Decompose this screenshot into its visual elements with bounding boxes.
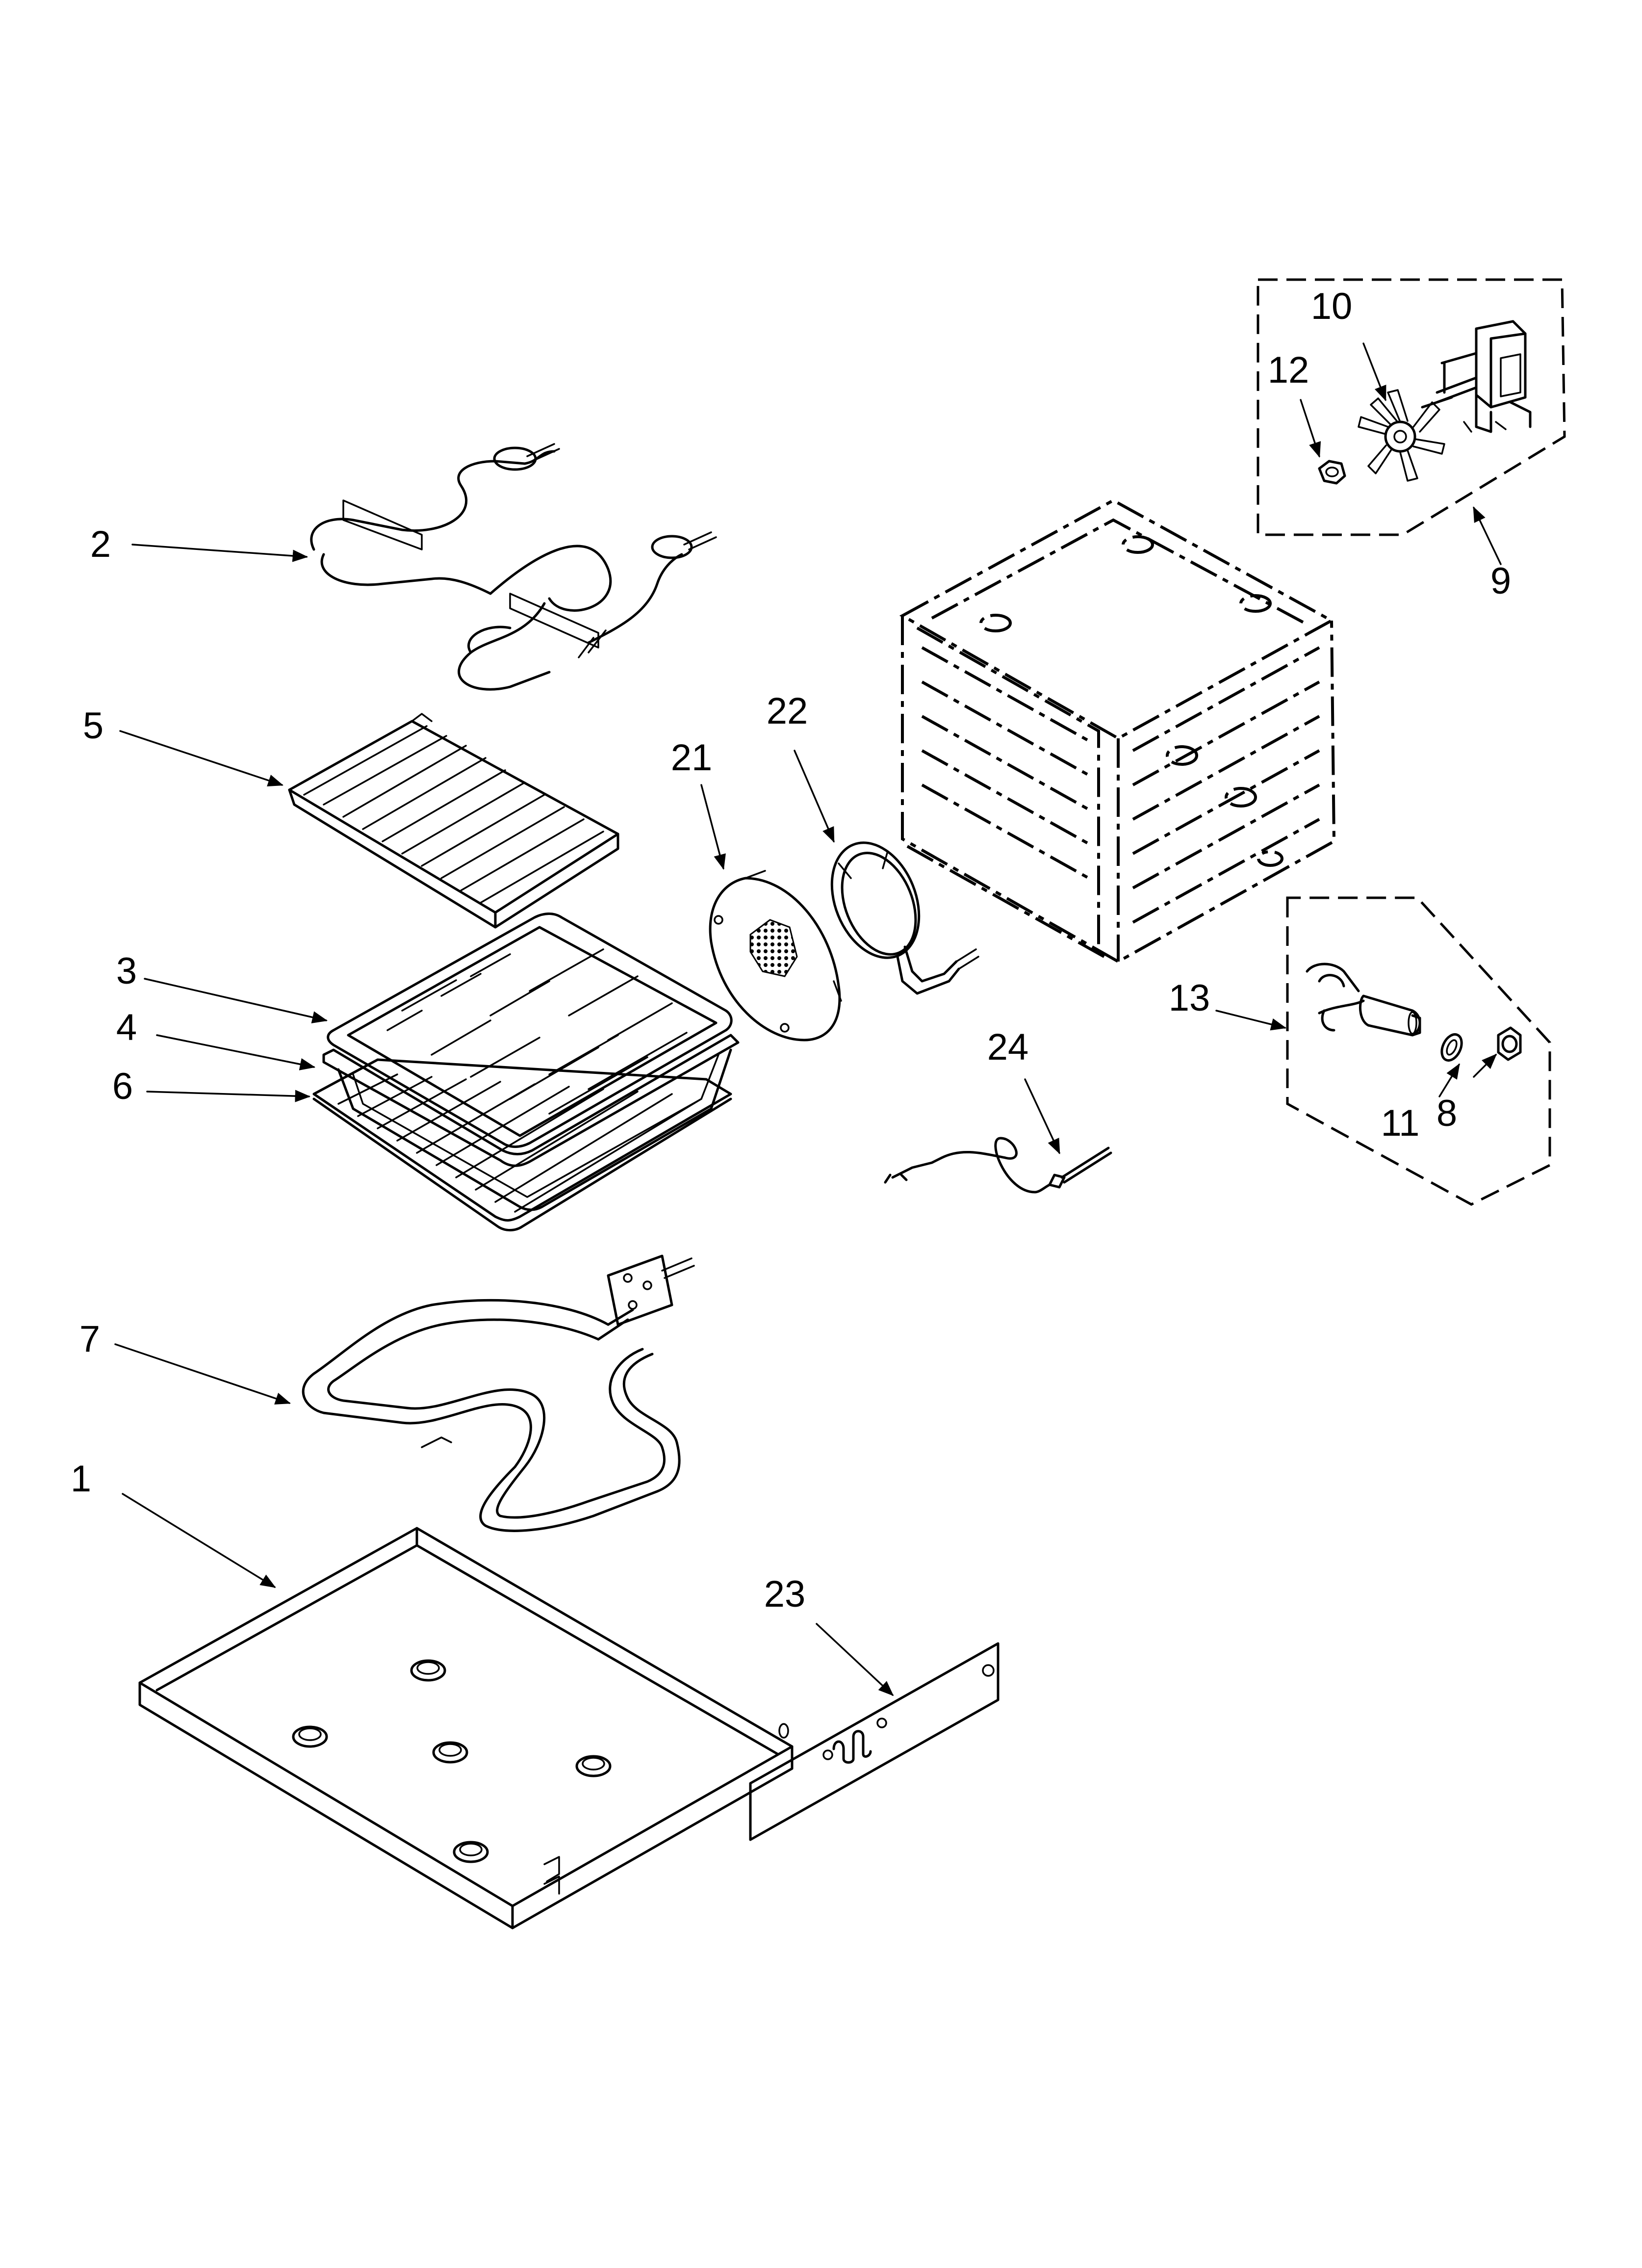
leader-12 [1300,399,1321,458]
leader-21 [700,784,726,870]
leader-4 [156,1034,316,1070]
panel-part [749,1642,1000,1841]
leader-24 [1024,1078,1060,1154]
callout-13: 13 [1169,977,1210,1019]
callout-7: 7 [79,1318,100,1360]
bake-element-part [302,1254,695,1532]
convection-element-part [830,841,979,995]
callout-11: 11 [1381,1102,1420,1144]
broiler-pan-insert-part [327,912,733,1148]
fan-blade-part [1358,389,1445,482]
callout-23: 23 [764,1573,806,1615]
leader-22 [794,750,835,843]
leader-7 [114,1343,291,1405]
leader-8 [1473,1053,1497,1078]
leader-23 [816,1623,894,1696]
oven-rack-part [312,1058,732,1231]
leader-11 [1438,1063,1460,1097]
leader-13 [1215,1010,1287,1031]
broil-element-part [310,443,717,691]
callout-5: 5 [83,705,103,747]
leader-10 [1362,342,1386,401]
callout-leaders [114,342,1502,1696]
leader-3 [144,978,328,1023]
leader-2 [131,544,308,562]
oven-bottom-part [138,1527,794,1929]
callout-6: 6 [112,1066,133,1107]
leader-5 [119,730,283,786]
meat-probe-part [884,1137,1112,1194]
callout-22: 22 [767,690,808,732]
callout-8: 8 [1437,1093,1457,1134]
callout-labels: 1 2 3 4 5 6 7 8 9 10 11 12 13 21 22 23 2… [71,286,1511,1615]
callout-12: 12 [1268,349,1309,391]
leader-6 [146,1090,311,1102]
callout-9: 9 [1490,560,1511,602]
callout-24: 24 [987,1026,1029,1068]
callout-3: 3 [116,950,137,992]
broiler-grid-part [288,713,619,929]
light-ring-part [1440,1033,1463,1062]
leader-9 [1473,506,1502,565]
nut-part [1318,460,1346,485]
light-lens-part [1497,1026,1522,1061]
light-assembly-group [1286,896,1551,1206]
convection-cover-part [709,870,842,1042]
fan-motor-group [1257,278,1566,536]
callout-1: 1 [71,1458,91,1500]
callout-4: 4 [116,1007,137,1048]
oven-cavity-reference [899,498,1336,964]
tray-holes [292,1659,612,1863]
fan-motor-part [1421,320,1532,433]
callout-10: 10 [1311,286,1353,327]
leader-1 [122,1493,276,1588]
callout-21: 21 [671,737,713,779]
callout-2: 2 [90,523,111,565]
light-socket-part [1306,963,1421,1037]
